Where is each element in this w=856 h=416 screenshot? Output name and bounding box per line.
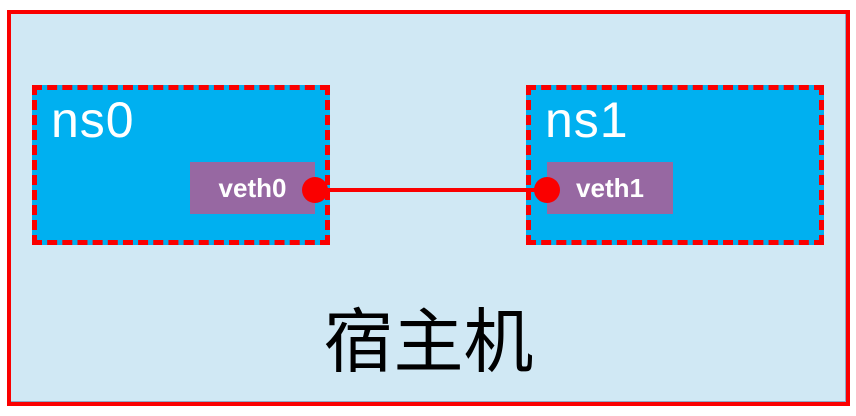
interface-label-veth1: veth1 <box>576 172 644 203</box>
namespace-label-ns0: ns0 <box>51 92 135 148</box>
interface-box-veth1: veth1 <box>547 162 673 214</box>
link-endpoint-veth1-icon <box>534 177 560 203</box>
interface-box-veth0: veth0 <box>190 162 315 214</box>
namespace-label-ns1: ns1 <box>545 92 629 148</box>
host-label: 宿主机 <box>323 303 534 381</box>
namespace-box-ns0: ns0 veth0 <box>32 85 330 245</box>
link-endpoint-veth0-icon <box>302 177 328 203</box>
host-box: ns0 veth0 ns1 veth1 宿主机 <box>7 10 850 406</box>
interface-label-veth0: veth0 <box>218 172 287 203</box>
namespace-box-ns1: ns1 veth1 <box>526 85 824 245</box>
veth-pair-link-line <box>315 188 547 192</box>
